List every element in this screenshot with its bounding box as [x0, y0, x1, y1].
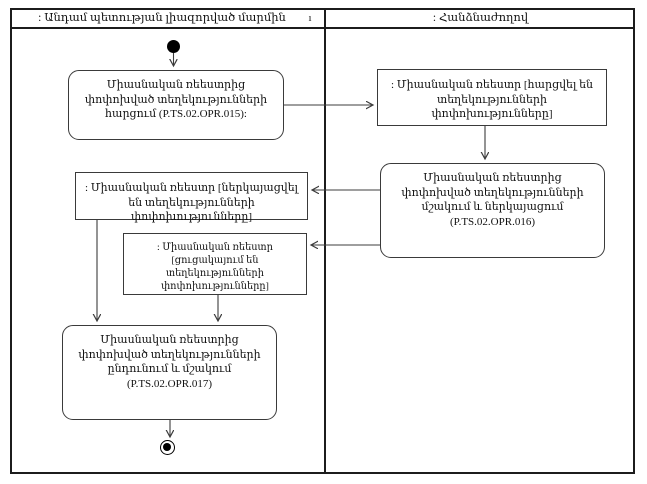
lane-title-authorized-body: : Անդամ պետության լիազորված մարմին: [38, 12, 286, 24]
object-node-register-submitted: : Միասնական ռեեստր [ներկայացվել են տեղեկ…: [75, 172, 308, 223]
activity-label: Միասնական ռեեստրից փոփոխված տեղեկություն…: [401, 172, 584, 228]
object-label: : Միասնական ռեեստր [հարցվել են տեղեկությ…: [391, 79, 593, 121]
object-node-register-listed: : Միասնական ռեեստր [ցուցակայում են տեղեկ…: [123, 233, 307, 295]
swimlane-divider: [324, 8, 326, 474]
final-node-core: [162, 442, 172, 452]
activity-label: Միասնական ռեեստրից փոփոխված տեղեկություն…: [84, 79, 268, 121]
object-label: : Միասնական ռեեստր [ցուցակայում են տեղեկ…: [157, 242, 273, 292]
activity-node-receive-process-changes: Միասնական ռեեստրից փոփոխված տեղեկություն…: [62, 325, 277, 420]
activity-node-process-present-changes: Միասնական ռեեստրից փոփոխված տեղեկություն…: [380, 163, 605, 258]
lane-title-commission: : Հանձնաժողով: [432, 12, 529, 24]
activity-label: Միասնական ռեեստրից փոփոխված տեղեկություն…: [78, 334, 261, 390]
swimlane-header-row: [10, 8, 635, 29]
lane-header-tick: ı: [308, 12, 312, 24]
final-node: [160, 440, 175, 455]
initial-node: [167, 40, 180, 53]
activity-node-request-changes: Միասնական ռեեստրից փոփոխված տեղեկություն…: [68, 70, 284, 140]
object-label: : Միասնական ռեեստր [ներկայացվել են տեղեկ…: [85, 182, 298, 224]
object-node-register-queried: : Միասնական ռեեստր [հարցվել են տեղեկությ…: [377, 69, 607, 126]
